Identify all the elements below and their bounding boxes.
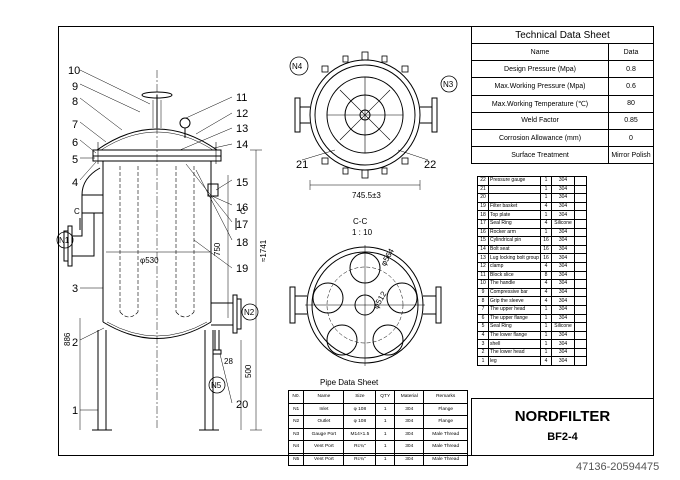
callout-9: 9 (72, 81, 78, 93)
callout-14: 14 (236, 139, 248, 151)
callout-5: 5 (72, 154, 78, 166)
dim-28: 28 (224, 357, 233, 366)
dim-750: 750 (213, 242, 222, 256)
pipe-data-title: Pipe Data Sheet (320, 378, 379, 387)
top-view-label-21: 21 (296, 159, 308, 171)
callout-1: 1 (72, 405, 78, 417)
technical-data-title: Technical Data Sheet (471, 26, 654, 44)
callout-4: 4 (72, 177, 78, 189)
tds-header-data: Data (608, 42, 654, 62)
tds-row: Design Pressure (Mpa)0.8 (471, 60, 654, 79)
watermark-id: 47136-20594475 (576, 461, 660, 473)
title-block: NORDFILTER BF2-4 (471, 398, 654, 456)
callout-2: 2 (72, 337, 78, 349)
section-view (289, 245, 442, 366)
callout-11: 11 (236, 92, 247, 104)
callout-17: 17 (236, 219, 248, 231)
dim-diameter: φ530 (140, 256, 159, 265)
callout-8: 8 (72, 96, 78, 108)
nozzle-n1-label: N1 (59, 236, 70, 245)
section-title: C-C (353, 217, 367, 226)
callout-18: 18 (236, 237, 248, 249)
nozzle-n5-label: N5 (211, 381, 222, 390)
nozzle-n2-label: N2 (244, 308, 255, 317)
callout-12: 12 (236, 108, 248, 120)
callout-7: 7 (72, 119, 78, 131)
callout-10: 10 (68, 65, 80, 77)
top-view (294, 51, 438, 190)
dim-500: 500 (244, 364, 253, 378)
nozzle-n3-label: N3 (443, 80, 454, 89)
model-number: BF2-4 (547, 431, 578, 443)
dim-width-top: 745.5±3 (352, 191, 381, 200)
section-mark-left: C (74, 207, 80, 216)
dim-basket-pcd: φ512 (371, 289, 388, 310)
brand-name: NORDFILTER (514, 408, 611, 425)
callout-6: 6 (72, 137, 78, 149)
dim-886: 886 (63, 332, 72, 346)
section-mark-right: C (240, 207, 246, 216)
section-scale: 1 : 10 (352, 228, 373, 237)
callout-20: 20 (236, 399, 248, 411)
tds-header-name: Name (471, 42, 609, 62)
tds-row: Max.Working Temperature (℃)80 (471, 94, 654, 113)
callout-15: 15 (236, 177, 248, 189)
callout-16: 16 (236, 202, 248, 214)
front-view (63, 69, 262, 431)
nozzle-n4-label: N4 (292, 62, 303, 71)
callout-19: 19 (236, 263, 248, 275)
dim-1741: ≈1741 (259, 239, 268, 262)
top-view-label-22: 22 (424, 159, 436, 171)
tds-row: Max.Working Pressure (Mpa)0.6 (471, 77, 654, 96)
tds-row: Corrosion Allowance (mm)0 (471, 128, 654, 148)
callout-13: 13 (236, 123, 248, 135)
callout-3: 3 (72, 283, 78, 295)
